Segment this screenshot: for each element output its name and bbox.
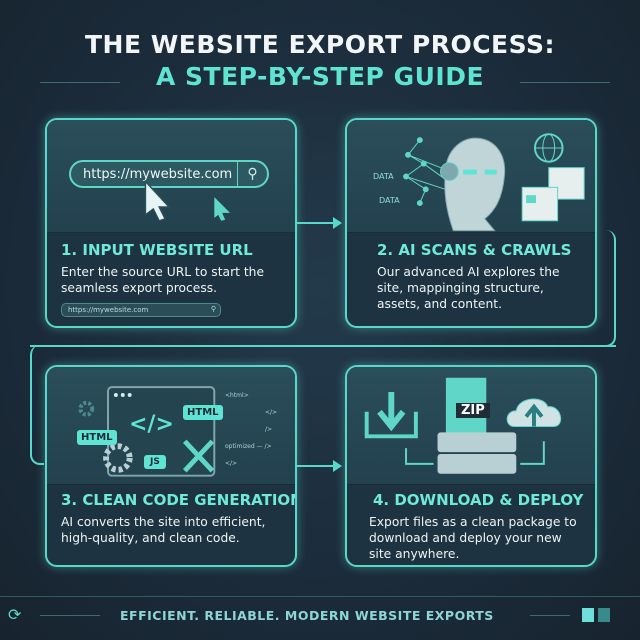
connector-arrow: [297, 465, 335, 467]
code-tag: </>: [129, 412, 174, 437]
step-card-4: ZIP 4. DOWNLOAD & DEPLOY Export files as…: [345, 365, 597, 567]
connector-line: [596, 230, 616, 347]
step-title: 2. AI SCANS & CRAWLS: [377, 241, 572, 259]
code-line: />: [265, 426, 273, 433]
step-description: Enter the source URL to start the seamle…: [61, 265, 265, 295]
step-description: Export files as a clean package to downl…: [369, 515, 577, 561]
data-label: DATA: [373, 172, 394, 181]
code-line: </>: [265, 409, 278, 416]
url-small-text: https://mywebsite.com: [68, 306, 149, 314]
search-icon: ⚲: [210, 305, 216, 313]
url-text: https://mywebsite.com: [83, 167, 233, 182]
step-description: Our advanced AI explores the site, mappi…: [377, 265, 560, 311]
server-icon: [437, 432, 517, 453]
url-input-illustration: https://mywebsite.com ⚲: [47, 120, 295, 233]
logo-icon: ⟳: [8, 605, 22, 624]
code-generation-illustration: </> HTML HTML JS <html> </> /> optimized…: [47, 367, 295, 485]
step-title: 1. INPUT WEBSITE URL: [61, 241, 253, 259]
connector-line: [30, 345, 44, 465]
download-deploy-illustration: ZIP: [347, 367, 595, 485]
step-description: AI converts the site into efficient, hig…: [61, 515, 266, 545]
code-lines: <html> </> /> optimized — /> </>: [225, 387, 277, 472]
footer: ⟳ EFFICIENT. RELIABLE. MODERN WEBSITE EX…: [0, 596, 640, 634]
zip-label: ZIP: [456, 403, 490, 418]
search-icon: ⚲: [237, 162, 267, 186]
url-input-small[interactable]: https://mywebsite.com ⚲: [61, 303, 221, 317]
code-line: </>: [225, 460, 238, 467]
server-icon: [437, 454, 517, 474]
browser-window-icon: [521, 186, 559, 222]
gear-icon: [103, 443, 133, 473]
page-title: THE WEBSITE EXPORT PROCESS:: [84, 30, 556, 59]
gear-icon: [78, 400, 95, 417]
cursor-icon: [144, 179, 231, 222]
download-icon: [364, 392, 418, 439]
step-card-1: https://mywebsite.com ⚲ 1. INPUT WEBSITE…: [45, 118, 297, 328]
arrow-head-icon: [333, 460, 342, 472]
code-line: <html>: [225, 392, 249, 399]
page-subtitle: A STEP-BY-STEP GUIDE: [155, 62, 485, 91]
code-line: optimized — />: [225, 443, 272, 450]
arrow-head-icon: [333, 217, 342, 229]
circuit-line: [530, 615, 570, 616]
step-title: 3. CLEAN CODE GENERATION: [61, 491, 297, 509]
html-tag: HTML: [183, 405, 223, 420]
data-label: DATA: [379, 196, 400, 205]
html-tag: HTML: [77, 430, 117, 445]
circuit-line: [520, 82, 610, 83]
circuit-line: [40, 82, 120, 83]
url-input-large: https://mywebsite.com ⚲: [69, 160, 269, 188]
step-card-3: </> HTML HTML JS <html> </> /> optimized…: [45, 365, 297, 567]
connector-arrow: [297, 222, 335, 224]
square-icon: [582, 608, 594, 622]
step-card-2: DATA DATA 2. AI SCANS & CRAWLS Our advan…: [345, 118, 597, 328]
robot-head-icon: [403, 133, 585, 232]
footer-tagline: EFFICIENT. RELIABLE. MODERN WEBSITE EXPO…: [120, 608, 494, 623]
connector-line: [30, 345, 616, 347]
step-title: 4. DOWNLOAD & DEPLOY: [373, 491, 584, 509]
brush-wrench-icon: [182, 439, 215, 473]
square-icon: [598, 608, 610, 622]
js-tag: JS: [144, 455, 166, 469]
ai-scan-illustration: DATA DATA: [347, 120, 595, 233]
circuit-line: [40, 615, 100, 616]
